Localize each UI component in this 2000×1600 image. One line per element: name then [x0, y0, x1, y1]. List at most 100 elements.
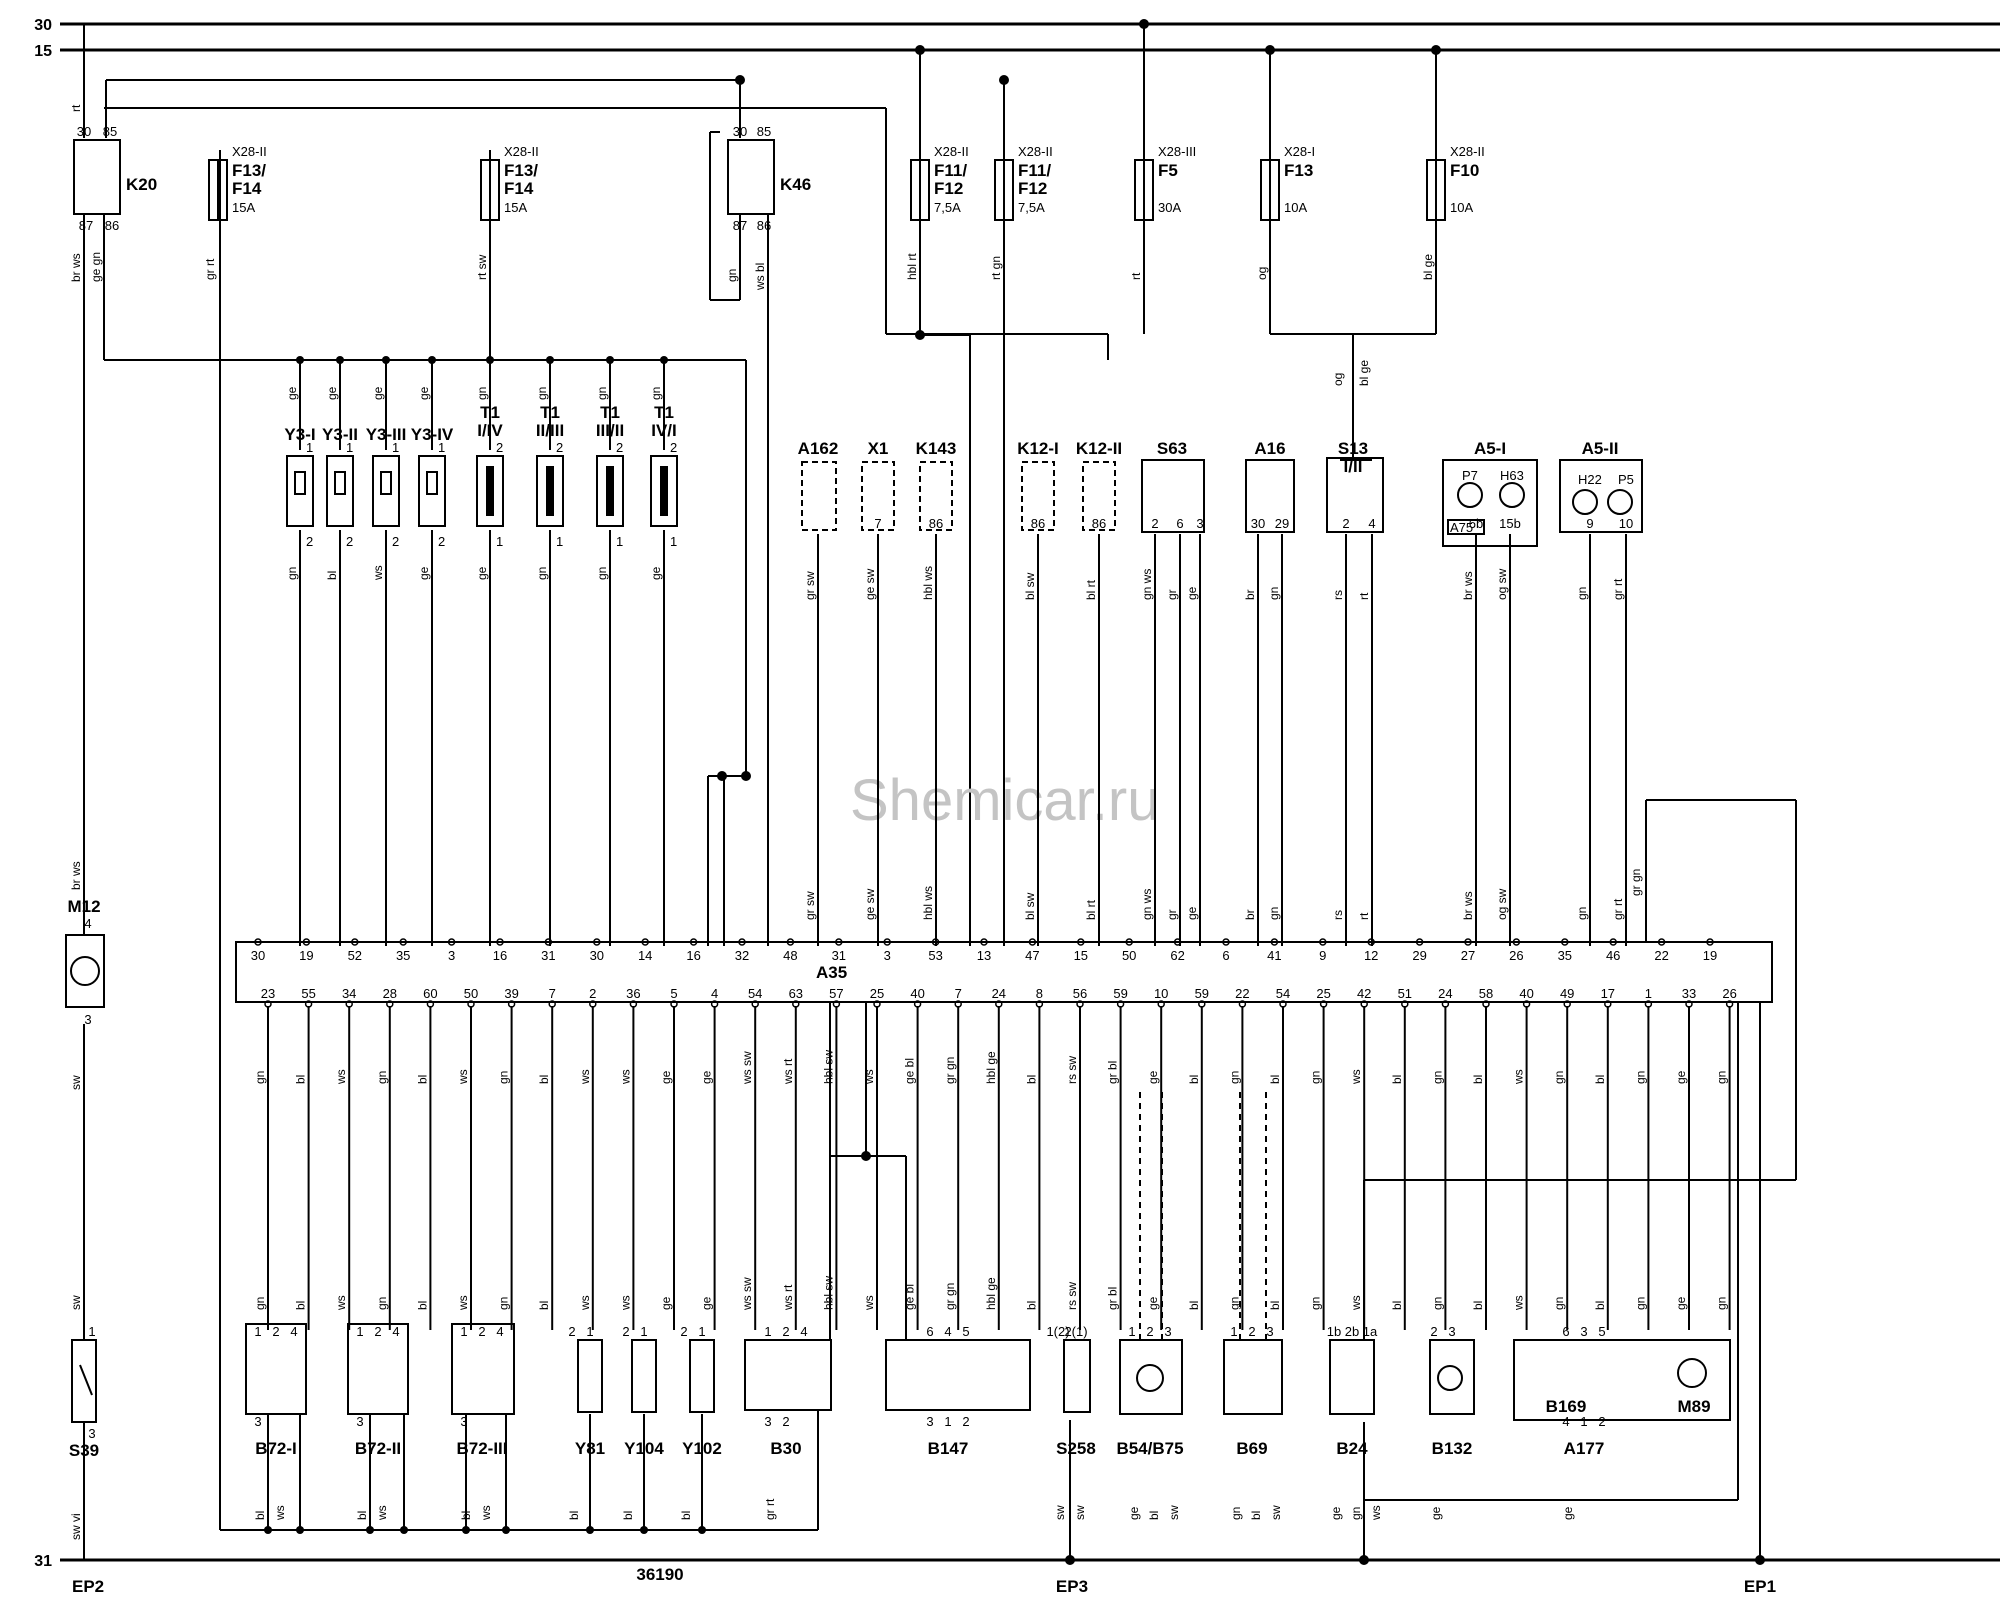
svg-text:sw vi: sw vi: [69, 1513, 83, 1540]
component-wire: bl: [1593, 1301, 1607, 1310]
bottom-component-wire: ge: [1329, 1506, 1343, 1520]
ecu-input-wire: gn ws: [1140, 889, 1154, 920]
fuse-wire-color: rt: [1129, 272, 1143, 280]
ecu-top-pin: 3: [884, 948, 891, 963]
ecu-output-wire: bl: [537, 1075, 551, 1084]
top-component-label: K12-I: [1017, 439, 1059, 458]
component-wire: ge: [659, 1296, 673, 1310]
bottom-component-wire: bl: [1147, 1511, 1161, 1520]
bottom-component-pin: 3: [1266, 1324, 1273, 1339]
bottom-component-pin: 2b: [1345, 1324, 1359, 1339]
svg-text:85: 85: [757, 124, 771, 139]
injector-pin: 1: [346, 440, 353, 455]
ecu-input-wire: ge sw: [863, 888, 877, 920]
component-wire: bl: [1390, 1301, 1404, 1310]
fuse-label-2: F12: [1018, 179, 1047, 198]
bottom-component-wire: bl: [253, 1511, 267, 1520]
ecu-pin-terminal: [1512, 938, 1521, 946]
bottom-component-pin: 5: [1598, 1324, 1605, 1339]
svg-text:rt: rt: [69, 104, 83, 112]
ecu-extra-wire: gr gn: [1629, 869, 1643, 896]
ecu-pin-terminal: [835, 938, 843, 946]
coil-label: T1: [600, 403, 620, 422]
bottom-component-wire: gr rt: [763, 1498, 777, 1520]
coil-pin: 2: [670, 440, 677, 455]
junction-dot: [336, 356, 344, 364]
ecu-output-wire: bl: [1024, 1075, 1038, 1084]
ecu-pin-terminal: [1077, 938, 1085, 946]
bottom-component-pin: 3: [356, 1414, 363, 1429]
bottom-component-pin: 5: [962, 1324, 969, 1339]
ecu-input-wire: gn: [1575, 907, 1589, 920]
coil-pin: 1: [670, 534, 677, 549]
injector-body: [286, 455, 314, 527]
coil-bottom-wire: gn: [595, 567, 609, 580]
ecu-bottom-pin: 33: [1682, 986, 1696, 1001]
bottom-component-pin: 4: [392, 1324, 399, 1339]
fuse-rating: 15A: [504, 200, 527, 215]
bottom-component-label: B72-II: [355, 1439, 401, 1458]
injector-coil-symbol: [380, 471, 392, 495]
coil-sublabel: I/IV: [477, 421, 503, 440]
ecu-bottom-pin: 22: [1235, 986, 1249, 1001]
rail-label-31: 31: [34, 1553, 52, 1570]
svg-text:30: 30: [77, 124, 91, 139]
ecu-pin-terminal: [544, 938, 553, 946]
bottom-component-pin: 1: [460, 1324, 467, 1339]
injector-pin: 1: [438, 440, 445, 455]
bottom-component-label: B72-I: [255, 1439, 297, 1458]
ecu-bottom-pin: 36: [626, 986, 640, 1001]
injector-label: Y3-IV: [411, 425, 454, 444]
ecu-output-wire: hbl ge: [984, 1051, 998, 1084]
top-component-wire: hbl ws: [921, 566, 935, 600]
bottom-component-pin: 1: [254, 1324, 261, 1339]
component-wire: ws: [456, 1295, 470, 1311]
top-component-label: K143: [916, 439, 957, 458]
injector-top-wire: ge: [371, 386, 385, 400]
top-component-pin: 7: [874, 516, 881, 531]
fuse-connector-label: X28-II: [1450, 144, 1485, 159]
component-wire: ws: [1512, 1295, 1526, 1311]
top-component-pin: 30: [1251, 516, 1265, 531]
bottom-component-wire: bl: [1249, 1511, 1263, 1520]
switch-s39: S39 1 3 sw sw vi: [69, 1295, 99, 1540]
ecu-output-wire: gn: [497, 1071, 511, 1084]
ecu-bottom-pin: 40: [1519, 986, 1533, 1001]
fuse-rating: 30A: [1158, 200, 1181, 215]
ecu-input-wire: gr rt: [1611, 898, 1625, 920]
coil-core-symbol: [660, 466, 668, 516]
bottom-component-label: B69: [1236, 1439, 1267, 1458]
ecu-bottom-pin: 57: [829, 986, 843, 1001]
ecu-output-wire: gn: [1309, 1071, 1323, 1084]
relay-k20: K20 30 85 87 86 rt br ws ge gn: [69, 104, 157, 282]
coil-top-wire: gn: [535, 387, 549, 400]
svg-text:87: 87: [733, 218, 747, 233]
ecu-bottom-pin: 17: [1601, 986, 1615, 1001]
junction-dot: [546, 356, 554, 364]
rail-label-30: 30: [34, 17, 52, 34]
top-component-wire: gr: [1165, 589, 1179, 600]
fuse-rating: 15A: [232, 200, 255, 215]
ecu-bottom-pin: 8: [1036, 986, 1043, 1001]
fuse-rating: 10A: [1284, 200, 1307, 215]
coil-sublabel: II/III: [536, 421, 564, 440]
bottom-component-label: S258: [1056, 1439, 1096, 1458]
ecu-top-pin: 3: [448, 948, 455, 963]
svg-text:ws bl: ws bl: [753, 263, 767, 291]
fuse-rating: 10A: [1450, 200, 1473, 215]
coil-top-wire: gn: [649, 387, 663, 400]
fuse-label: F10: [1450, 161, 1479, 180]
component-wire: bl: [537, 1301, 551, 1310]
injector-pin: 2: [346, 534, 353, 549]
bottom-component-label: B147: [928, 1439, 969, 1458]
cluster-item-label: P5: [1618, 472, 1634, 487]
ecu-pin-terminal: [980, 938, 988, 946]
component-wire: hbl sw: [821, 1276, 835, 1310]
ecu-bottom-pin: 23: [261, 986, 275, 1001]
ecu-bottom-pin: 24: [1438, 986, 1452, 1001]
injector-bottom-wire: bl: [325, 571, 339, 580]
injector-bottom-wire: ws: [371, 565, 385, 581]
bottom-component-pin: 4: [944, 1324, 951, 1339]
